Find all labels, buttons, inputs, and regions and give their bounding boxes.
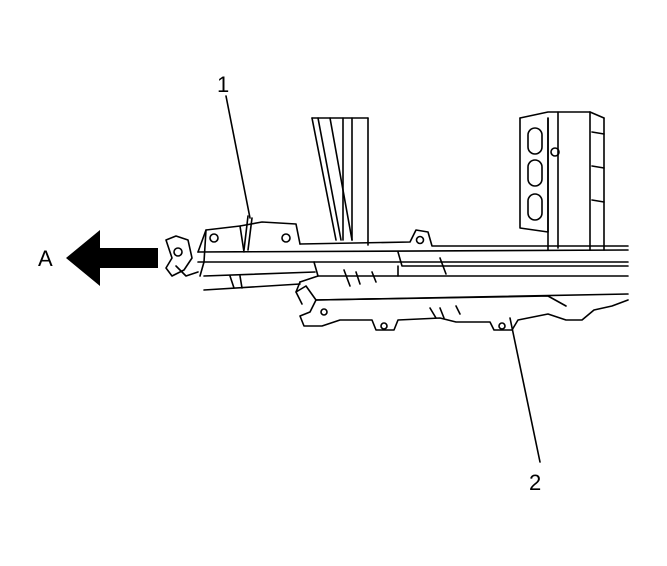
lower-rail [295,261,629,331]
front-end-fitting [165,235,199,277]
callout-1: 1 [217,72,229,97]
direction-arrow-icon [66,230,158,286]
direction-label: A [38,246,53,271]
right-bracket [519,111,605,251]
leader-line-2 [509,317,541,463]
callout-2: 2 [529,470,541,495]
leader-line-1 [225,95,251,219]
center-pillar [311,117,369,246]
upper-rail [197,215,629,291]
